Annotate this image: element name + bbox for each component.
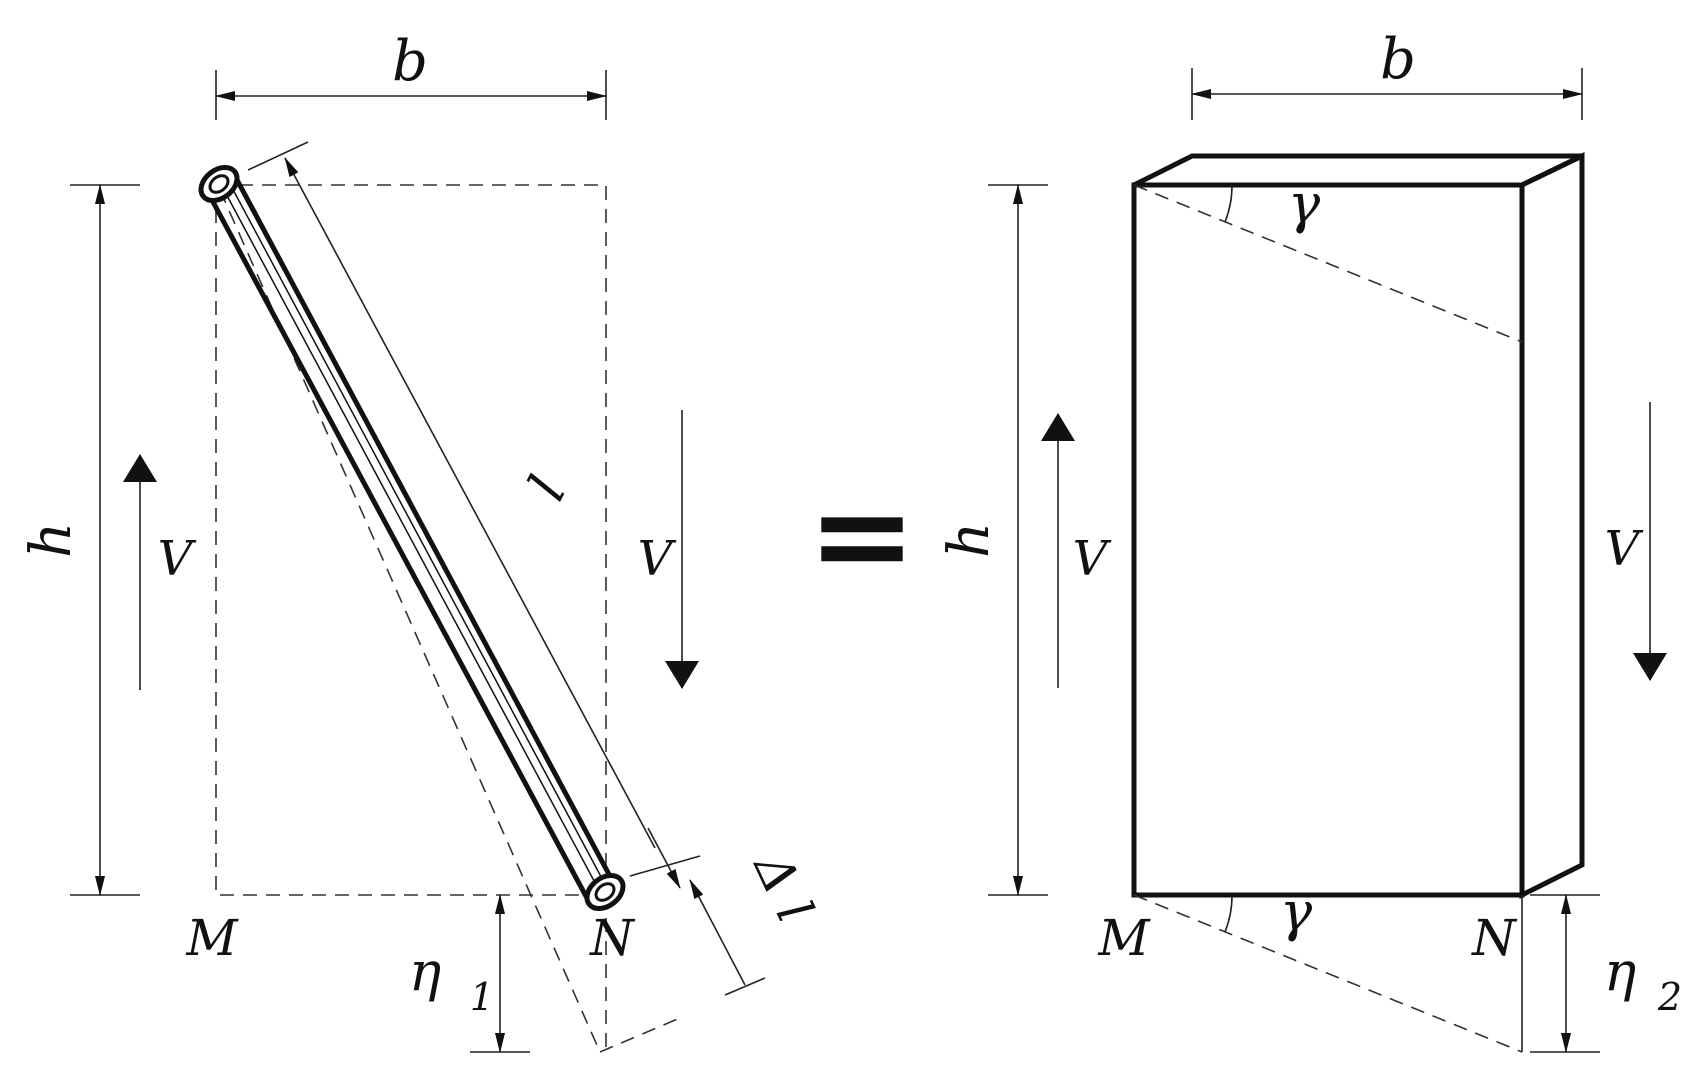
left-figure: b h V V [19, 29, 824, 1053]
eta1-dimension: η 1 [409, 894, 530, 1053]
left-h-label: h [19, 522, 84, 558]
left-point-m-label: M [185, 909, 239, 967]
right-figure: b h V V γ γ [937, 27, 1682, 1053]
left-b-dimension: b [215, 29, 607, 120]
left-b-label: b [392, 29, 428, 94]
eta2-subscript: 2 [1657, 975, 1682, 1019]
length-l-dimension: l [247, 141, 656, 849]
left-v-label-up: V [158, 531, 197, 587]
delta-l-dimension: Δ l [629, 827, 824, 996]
gamma-arc-bottom [1224, 894, 1233, 933]
gamma-top-label: γ [1288, 172, 1321, 235]
right-h-dimension: h [937, 184, 1048, 896]
delta-l-label: Δ l [742, 843, 824, 931]
eta2-label: η [1604, 940, 1636, 1003]
length-l-label: l [513, 465, 574, 508]
left-shear-down-arrow: V [638, 410, 699, 689]
block-element [1131, 152, 1585, 900]
original-rectangle [215, 184, 607, 896]
eta1-label: η [409, 940, 441, 1003]
right-h-label: h [937, 522, 1002, 558]
eta2-dimension: η 2 [1530, 894, 1682, 1053]
right-shear-up-arrow: V [1041, 413, 1112, 688]
left-shear-up-arrow: V [123, 454, 197, 690]
eta1-subscript: 1 [470, 975, 494, 1019]
equals-sign: = [808, 459, 917, 611]
left-point-n-label: N [589, 909, 636, 967]
right-point-n-label: N [1471, 909, 1518, 967]
gamma-bottom-label: γ [1280, 880, 1313, 943]
right-v-label-down: V [1605, 521, 1644, 577]
right-point-m-label: M [1097, 909, 1151, 967]
right-b-label: b [1380, 27, 1416, 92]
left-v-label-down: V [638, 531, 677, 587]
right-v-label-up: V [1073, 531, 1112, 587]
right-shear-down-arrow: V [1605, 402, 1667, 681]
right-b-dimension: b [1191, 27, 1583, 120]
gamma-arc-top [1224, 184, 1233, 223]
left-h-dimension: h [19, 184, 140, 896]
tube-element [198, 164, 626, 912]
